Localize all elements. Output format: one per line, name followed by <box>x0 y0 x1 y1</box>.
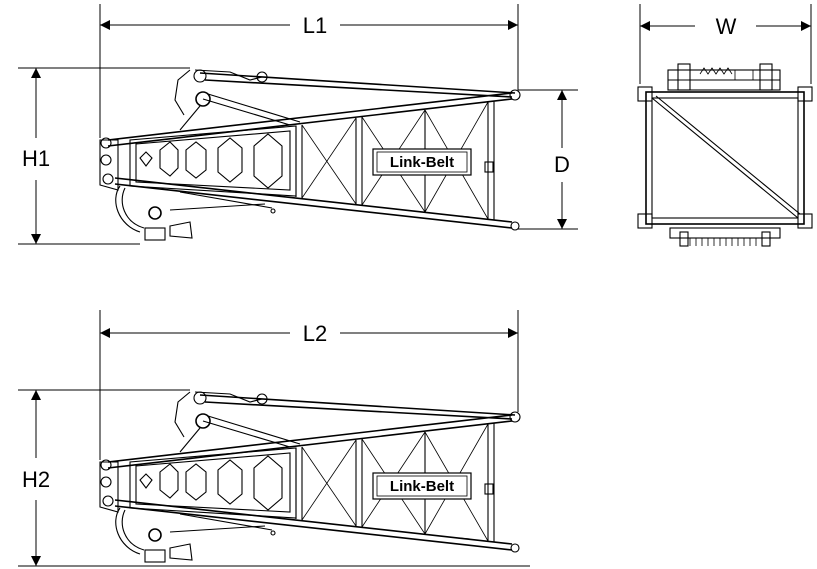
label-h2: H2 <box>22 467 50 492</box>
dimension-h2: H2 <box>18 389 190 567</box>
dimension-l2: L2 <box>99 310 519 460</box>
label-w: W <box>716 14 737 39</box>
link-belt-logo-upper: Link-Belt <box>372 148 472 176</box>
svg-text:Link-Belt: Link-Belt <box>390 154 454 171</box>
svg-text:Link-Belt: Link-Belt <box>390 478 454 495</box>
label-h1: H1 <box>22 146 50 171</box>
dimension-d: D <box>518 89 578 230</box>
boom-side-view-lower <box>99 391 530 567</box>
label-l2: L2 <box>303 321 327 346</box>
dimension-l1: L1 <box>99 4 519 138</box>
dimension-h1: H1 <box>18 67 190 245</box>
link-belt-logo-lower: Link-Belt <box>372 472 472 500</box>
label-l1: L1 <box>303 13 327 38</box>
label-d: D <box>554 152 570 177</box>
boom-end-view: W <box>637 4 813 247</box>
